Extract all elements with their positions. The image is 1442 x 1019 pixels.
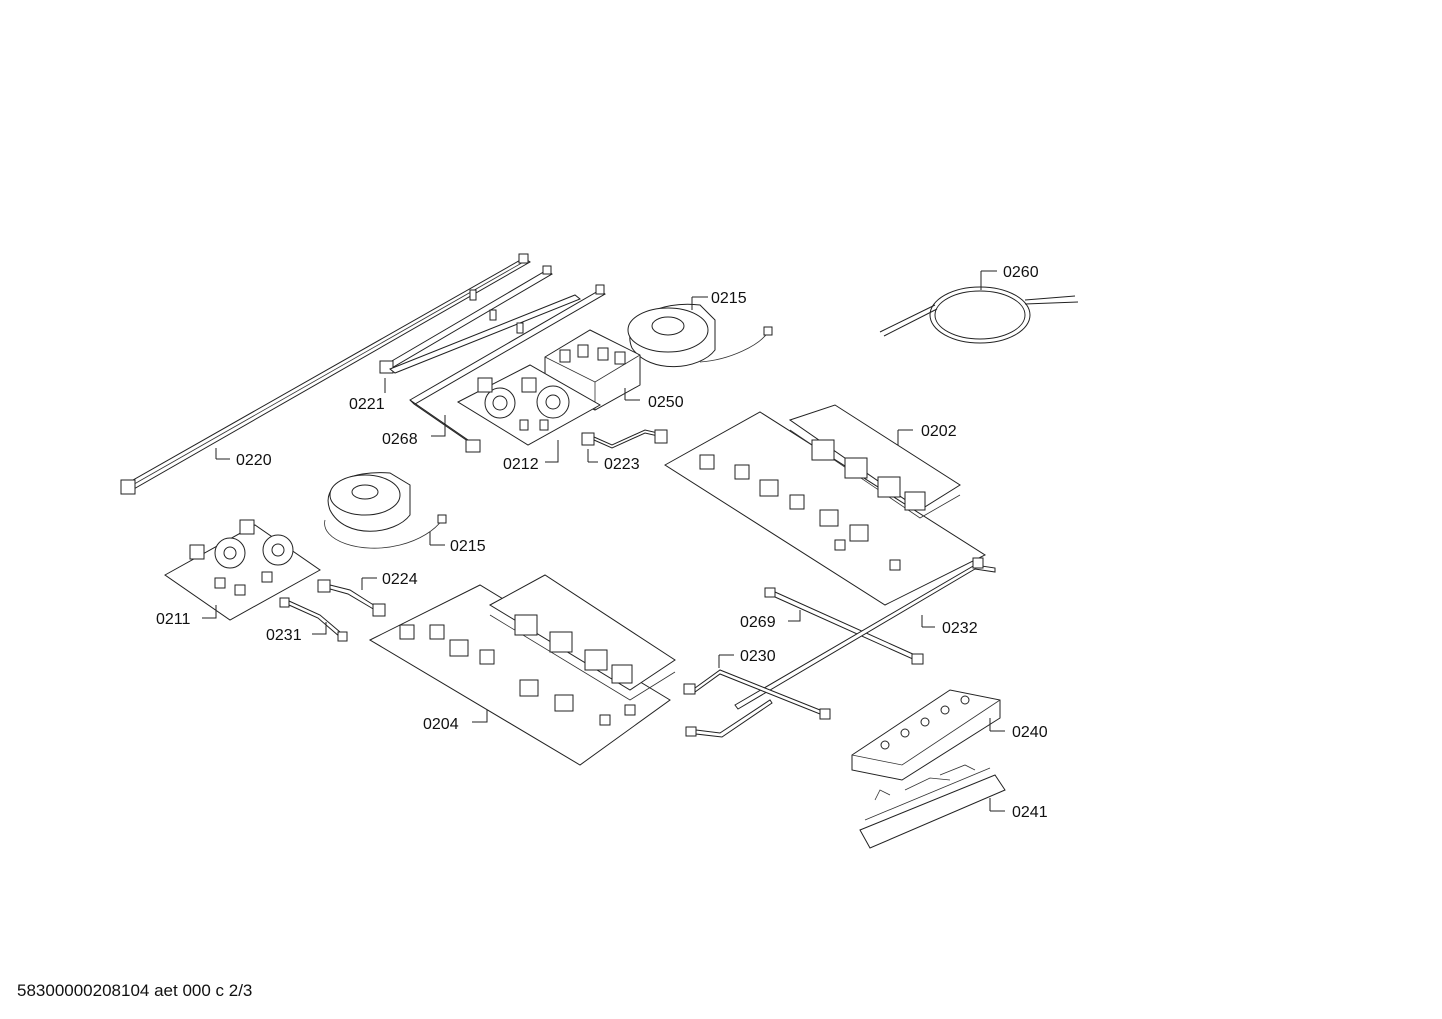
cable-0220 xyxy=(120,253,531,495)
cable-0268 xyxy=(409,284,606,453)
label-0202: 0202 xyxy=(921,423,957,440)
mains-cable-0260 xyxy=(879,286,1079,344)
label-0215-lower: 0215 xyxy=(450,538,486,555)
control-frame-0241 xyxy=(859,764,1006,849)
cable-0223 xyxy=(581,429,668,449)
label-0204: 0204 xyxy=(423,716,459,733)
induction-board-0204 xyxy=(368,574,676,766)
document-reference-footer: 58300000208104 aet 000 c 2/3 xyxy=(17,981,253,1000)
induction-board-0202 xyxy=(664,404,987,606)
label-0269: 0269 xyxy=(740,614,776,631)
label-0231: 0231 xyxy=(266,627,302,644)
control-board-0240 xyxy=(851,689,1001,781)
leader-lines xyxy=(202,270,1005,812)
power-board-0212 xyxy=(456,364,602,446)
label-0224: 0224 xyxy=(382,571,418,588)
label-0211: 0211 xyxy=(156,611,191,628)
harness-0232 xyxy=(734,557,996,710)
cable-0231 xyxy=(279,597,348,642)
label-0215-top: 0215 xyxy=(711,290,747,307)
cable-0221 xyxy=(379,265,581,374)
label-0260: 0260 xyxy=(1003,264,1039,281)
label-0241: 0241 xyxy=(1012,804,1048,821)
label-0212: 0212 xyxy=(503,456,539,473)
harness-0230 xyxy=(683,669,831,738)
power-board-0211 xyxy=(164,519,321,621)
label-0220: 0220 xyxy=(236,452,272,469)
label-0221: 0221 xyxy=(349,396,385,413)
fan-0215-lower xyxy=(324,472,447,549)
label-0268: 0268 xyxy=(382,431,418,448)
label-0232: 0232 xyxy=(942,620,978,637)
label-0250: 0250 xyxy=(648,394,684,411)
harness-0269 xyxy=(764,587,924,665)
fan-0215-top xyxy=(627,303,773,368)
label-0223: 0223 xyxy=(604,456,640,473)
label-0230: 0230 xyxy=(740,648,776,665)
cable-0224 xyxy=(317,579,386,617)
label-0240: 0240 xyxy=(1012,724,1048,741)
